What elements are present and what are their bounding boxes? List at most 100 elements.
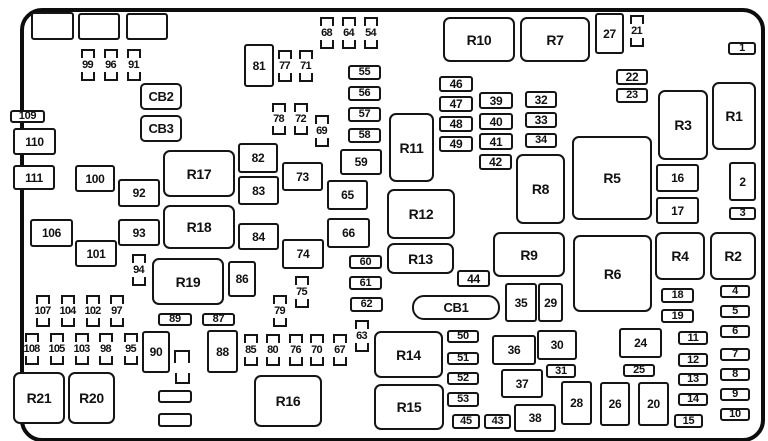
fuse-terminal-top <box>288 334 303 343</box>
unlabeled-box-3 <box>126 13 168 40</box>
fuse-35: 35 <box>505 283 537 322</box>
clip-fuse-72: 72 <box>292 103 309 135</box>
fuse-84: 84 <box>238 223 279 250</box>
clip-fuse-67: 67 <box>331 334 348 366</box>
clip-fuse-80: 80 <box>264 334 281 366</box>
fuse-terminal-bottom <box>98 356 113 365</box>
breaker-CB1: CB1 <box>412 295 500 320</box>
fuse-61: 61 <box>349 276 382 290</box>
fuse-terminal-top <box>98 333 113 342</box>
fuse-28: 28 <box>561 381 592 425</box>
fuse-terminal-bottom <box>24 356 39 365</box>
fuse-terminal-top <box>271 103 286 112</box>
clip-fuse-95: 95 <box>122 333 139 365</box>
clip-fuse-label: 94 <box>133 263 144 276</box>
fuse-19: 19 <box>661 309 694 323</box>
clip-fuse-label: 104 <box>59 304 77 317</box>
fuse-terminal-bottom <box>319 40 334 49</box>
fuse-42: 42 <box>479 154 512 170</box>
fuse-terminal-top <box>309 334 324 343</box>
clip-fuse-108: 108 <box>23 333 40 365</box>
fuse-60: 60 <box>349 255 382 269</box>
fuse-23: 23 <box>616 88 648 103</box>
relay-R17: R17 <box>163 150 235 197</box>
fuse-terminal-top <box>293 103 308 112</box>
fuse-terminal-bottom <box>109 318 124 327</box>
fuse-terminal-bottom <box>298 73 313 82</box>
clip-fuse-label: 21 <box>631 24 642 37</box>
fuse-terminal-top <box>85 295 100 304</box>
fuse-terminal-top <box>265 334 280 343</box>
fuse-terminal-bottom <box>103 72 118 81</box>
fuse-6: 6 <box>720 325 750 338</box>
fuse-10: 10 <box>720 408 750 421</box>
fuse-terminal-bottom <box>341 40 356 49</box>
clip-fuse-78: 78 <box>270 103 287 135</box>
fuse-terminal-bottom <box>35 318 50 327</box>
fuse-24: 24 <box>619 328 662 358</box>
fuse-terminal-top <box>629 15 644 24</box>
fuse-22: 22 <box>616 69 648 85</box>
fuse-2: 2 <box>729 162 756 201</box>
clip-fuse-label: 64 <box>343 26 354 39</box>
fuse-7: 7 <box>720 348 750 361</box>
fuse-83: 83 <box>238 176 279 205</box>
clip-fuse-label: 68 <box>321 26 332 39</box>
clip-fuse-105: 105 <box>48 333 65 365</box>
fuse-58: 58 <box>348 128 381 143</box>
fuse-81: 81 <box>244 44 274 87</box>
fuse-terminal-bottom <box>74 356 89 365</box>
fuse-terminal-bottom <box>123 356 138 365</box>
relay-R18: R18 <box>163 205 235 249</box>
fuse-terminal-top <box>131 254 146 263</box>
clip-fuse-71: 71 <box>297 50 314 82</box>
fuse-86: 86 <box>228 261 256 297</box>
fuse-65: 65 <box>327 180 368 210</box>
fuse-27: 27 <box>595 13 624 54</box>
clip-fuse-label: 103 <box>73 342 91 355</box>
relay-R5: R5 <box>572 136 652 220</box>
clip-fuse-85: 85 <box>242 334 259 366</box>
clip-fuse-label: 71 <box>300 59 311 72</box>
fuse-3: 3 <box>729 207 756 220</box>
fuse-5: 5 <box>720 305 750 318</box>
fuse-49: 49 <box>439 136 473 152</box>
fuse-50: 50 <box>447 330 479 343</box>
clip-fuse-97: 97 <box>108 295 125 327</box>
clip-fuse-label: 77 <box>279 59 290 72</box>
clip-fuse-70: 70 <box>308 334 325 366</box>
fuse-terminal-bottom <box>80 72 95 81</box>
relay-R2: R2 <box>710 232 756 280</box>
fuse-terminal-top <box>103 49 118 58</box>
fuse-terminal-top <box>332 334 347 343</box>
fuse-36: 36 <box>492 335 536 365</box>
clip-fuse-54: 54 <box>362 17 379 49</box>
fuse-terminal-top <box>80 49 95 58</box>
fuse-terminal-bottom <box>60 318 75 327</box>
relay-R16: R16 <box>254 375 322 427</box>
fuse-37: 37 <box>501 369 543 398</box>
fuse-25: 25 <box>623 364 655 377</box>
fuse-4: 4 <box>720 285 750 298</box>
unlabeled-box-4 <box>158 390 192 403</box>
fuse-33: 33 <box>525 112 557 128</box>
fuse-terminal-top <box>74 333 89 342</box>
clip-fuse-label: 96 <box>105 58 116 71</box>
fuse-terminal-bottom <box>288 357 303 366</box>
fuse-terminal-top <box>49 333 64 342</box>
fuse-74: 74 <box>282 239 324 269</box>
breaker-CB3: CB3 <box>140 115 182 142</box>
clip-fuse-label: 107 <box>34 304 52 317</box>
fuse-1: 1 <box>728 42 756 55</box>
relay-R13: R13 <box>387 243 454 274</box>
fuse-terminal-top <box>354 320 369 329</box>
fuse-39: 39 <box>479 92 513 109</box>
fuse-terminal-top <box>298 50 313 59</box>
fuse-45: 45 <box>452 414 480 429</box>
fuse-12: 12 <box>678 353 708 367</box>
clip-fuse-label: 54 <box>365 26 376 39</box>
fuse-93: 93 <box>118 219 160 246</box>
fuse-41: 41 <box>479 133 513 150</box>
fuse-44: 44 <box>457 270 490 287</box>
